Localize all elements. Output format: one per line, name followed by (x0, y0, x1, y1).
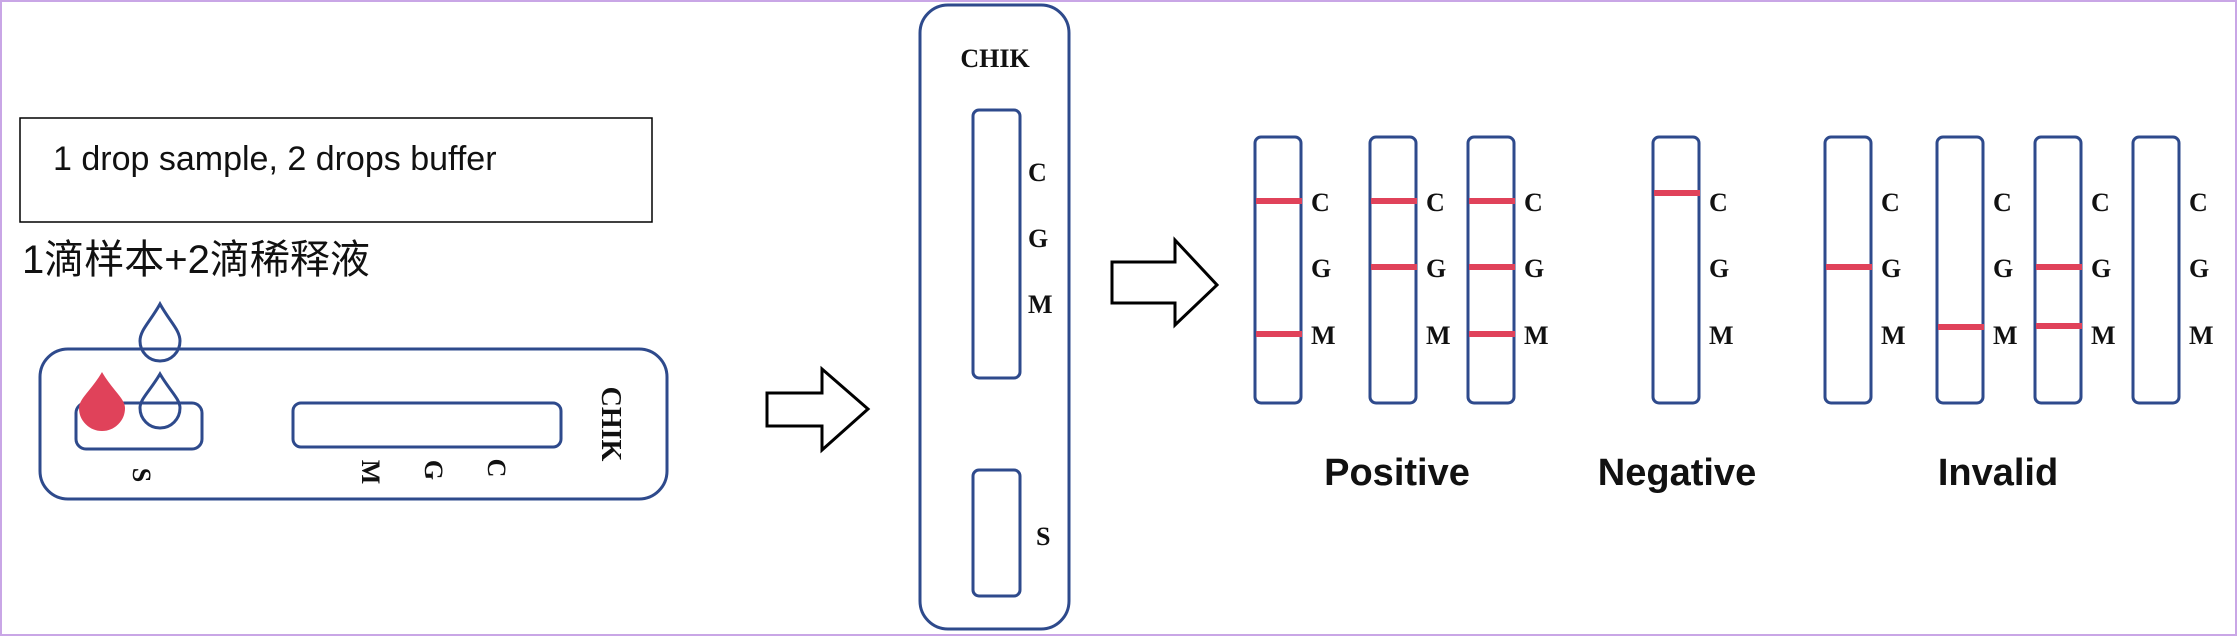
cassette-body (38, 347, 669, 501)
result-strip-label-c: C (2091, 188, 2110, 217)
sample-well (74, 401, 204, 451)
result-strip-body (1253, 135, 1303, 405)
result-strip: C G M (1935, 135, 2018, 405)
test-strip: CHIK C G M S (918, 3, 1071, 631)
result-strip-label-g: G (2091, 254, 2111, 283)
cassette-label-m: M (356, 460, 385, 485)
strip-result-window (971, 108, 1022, 380)
result-strip-label-c: C (1311, 188, 1330, 217)
strip-label-g: G (1028, 224, 1048, 253)
result-strip-label-m: M (2189, 321, 2214, 350)
result-strip-label-m: M (1426, 321, 1451, 350)
strip-sample-window (971, 468, 1022, 598)
result-strip: C G M (1253, 135, 1336, 405)
result-strip: C G M (2131, 135, 2214, 405)
result-strip-label-m: M (1311, 321, 1336, 350)
result-strip: C G M (1368, 135, 1451, 405)
result-strip-label-c: C (2189, 188, 2208, 217)
result-window (291, 401, 563, 449)
instruction-box: 1 drop sample, 2 drops buffer (19, 117, 653, 223)
result-strip-label-m: M (1709, 321, 1734, 350)
result-strip-label-m: M (1524, 321, 1549, 350)
right-arrow-icon (765, 365, 871, 454)
result-strip-label-g: G (1311, 254, 1331, 283)
invalid-label: Invalid (1938, 452, 2058, 494)
result-strip: C G M (1651, 135, 1734, 405)
result-strip-label-m: M (1993, 321, 2018, 350)
result-strip-label-c: C (1709, 188, 1728, 217)
result-strip: C G M (2033, 135, 2116, 405)
result-strip-label-c: C (1426, 188, 1445, 217)
strip-sample-label: S (1036, 522, 1050, 551)
cassette-label-g: G (419, 460, 448, 480)
result-strip-label-m: M (1881, 321, 1906, 350)
result-strip-label-c: C (1993, 188, 2012, 217)
strip-label-c: C (1028, 158, 1047, 187)
result-strip-body (1935, 135, 1985, 405)
buffer-drop-in-well-icon (138, 371, 182, 430)
positive-label: Positive (1324, 452, 1470, 494)
result-strip-label-g: G (1524, 254, 1544, 283)
instruction-box-border (19, 117, 653, 223)
result-strip-body (1651, 135, 1701, 405)
result-strip-label-c: C (1524, 188, 1543, 217)
strip-brand: CHIK (960, 44, 1030, 73)
result-strips: C G M C G M C G M C G M C G M C G M C G M C G M (1253, 135, 2214, 405)
result-strip-label-g: G (1993, 254, 2013, 283)
result-strip-label-g: G (1881, 254, 1901, 283)
result-strip: C G M (1466, 135, 1549, 405)
right-arrow-icon (1110, 236, 1220, 329)
result-strip-label-g: G (2189, 254, 2209, 283)
result-strip-label-c: C (1881, 188, 1900, 217)
result-strip-label-g: G (1709, 254, 1729, 283)
instruction-chinese: 1滴样本+2滴稀释液 (22, 238, 370, 282)
result-strip-label-g: G (1426, 254, 1446, 283)
test-cassette: S M G C CHIK (38, 300, 669, 501)
result-strip-label-m: M (2091, 321, 2116, 350)
buffer-drop-icon (138, 300, 182, 363)
cassette-brand: CHIK (595, 387, 626, 462)
strip-label-m: M (1028, 290, 1053, 319)
blood-drop-icon (78, 372, 126, 431)
cassette-sample-label: S (127, 468, 156, 482)
strip-body (918, 3, 1071, 631)
instruction-english: 1 drop sample, 2 drops buffer (53, 140, 497, 178)
result-strip: C G M (1823, 135, 1906, 405)
result-strip-body (2131, 135, 2181, 405)
negative-label: Negative (1598, 452, 1756, 494)
cassette-label-c: C (482, 459, 511, 478)
